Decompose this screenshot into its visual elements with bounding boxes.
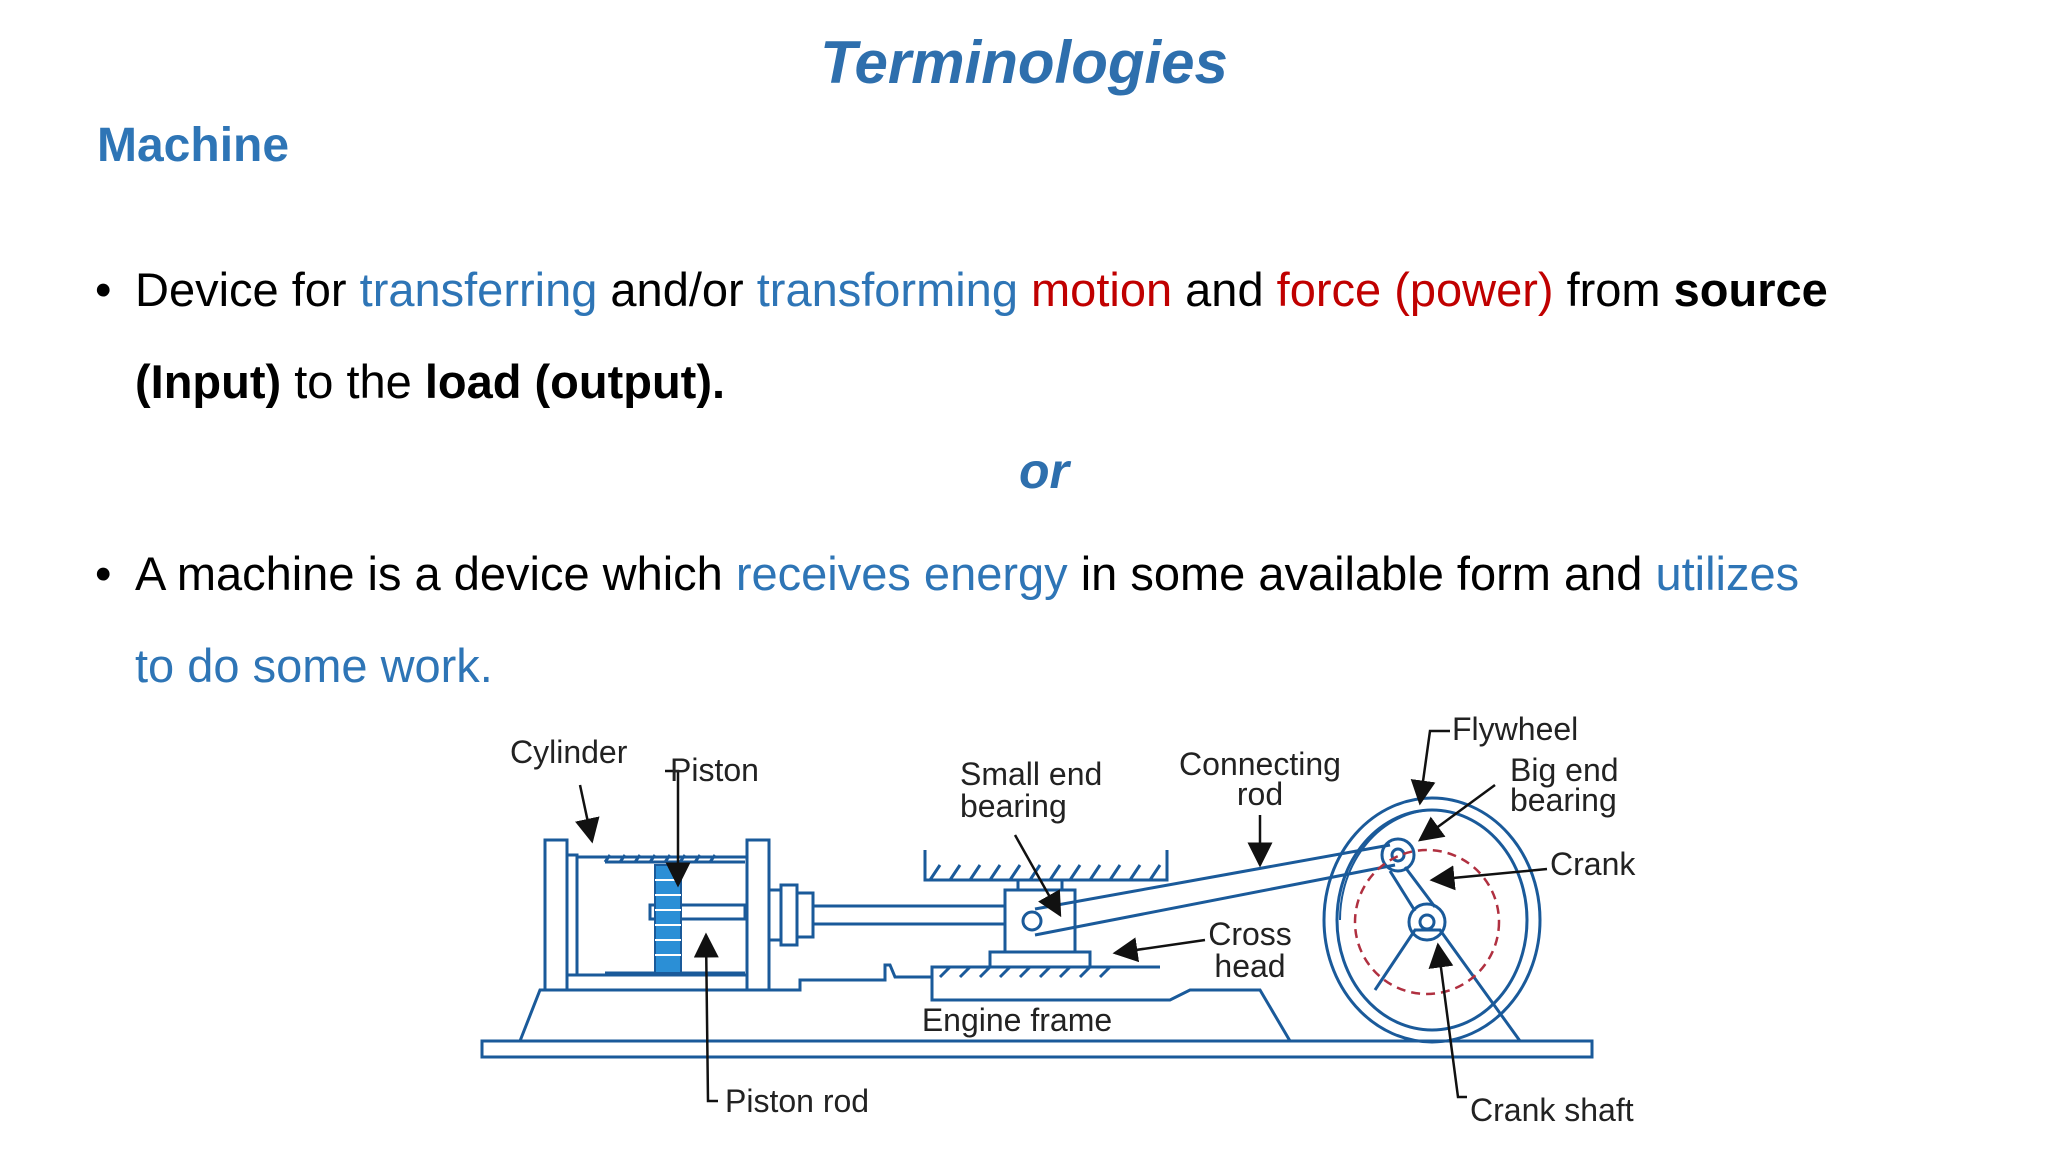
label-cross-2: head [1214, 948, 1285, 984]
highlight-transferring: transferring [359, 263, 598, 316]
bullet-1-line-1: Device for transferring and/or transform… [135, 244, 1828, 336]
label-connecting-1: Connecting [1179, 746, 1341, 782]
flywheel-arrow [1410, 729, 1450, 806]
small-end-bearing [1021, 910, 1043, 932]
text-span: A machine is a device which [135, 547, 736, 600]
gland-flange [779, 883, 799, 947]
highlight-motion: motion [1031, 263, 1173, 316]
bullet-2-line-1: A machine is a device which receives ene… [135, 528, 1799, 620]
crank-arrow [1429, 865, 1548, 891]
flywheel-outer [1322, 796, 1542, 1044]
label-cylinder: Cylinder [510, 734, 628, 770]
crank-arm-2 [1388, 870, 1417, 912]
bullet-dot: • [95, 263, 112, 316]
piston-rod-in-cylinder [648, 903, 747, 921]
label-piston-rod: Piston rod [725, 1083, 869, 1119]
text-span: and [1172, 263, 1277, 316]
label-crank-shaft: Crank shaft [1470, 1092, 1634, 1128]
text-span: and/or [597, 263, 757, 316]
or-separator: or [1019, 443, 1069, 499]
crank-support [1373, 928, 1522, 1042]
label-flywheel: Flywheel [1452, 715, 1578, 747]
upper-guide [923, 850, 1169, 882]
slide-title: Terminologies [820, 29, 1228, 96]
gland-cap [795, 891, 815, 939]
bold-source: source [1673, 263, 1828, 316]
piston-rod-arrow [693, 932, 719, 1103]
highlight-transforming: transforming [756, 263, 1018, 316]
text-span: to the [281, 355, 425, 408]
crank-arm-1 [1403, 866, 1437, 908]
text-span [1018, 263, 1031, 316]
bold-load-output: load (output). [424, 355, 726, 408]
text-span: from [1553, 263, 1674, 316]
flywheel-rim [1339, 809, 1433, 921]
highlight-receives-energy: receives energy [735, 547, 1068, 600]
label-big-end-2: bearing [1510, 782, 1617, 818]
bullet-2-line-2: to do some work. [135, 639, 493, 692]
label-cross-1: Cross [1208, 916, 1292, 952]
engine-frame-base [480, 1039, 1594, 1059]
label-engine-frame: Engine frame [922, 1002, 1112, 1038]
connecting-rod-upper [1034, 843, 1391, 911]
section-heading: Machine [97, 119, 290, 172]
small-end-arrow [1013, 834, 1062, 918]
cylinder-arrow [575, 784, 600, 844]
crank-circle [1353, 848, 1501, 996]
crank-shaft-arrow [1428, 942, 1467, 1099]
cylinder-end-right [745, 838, 771, 992]
engine-frame-outline [518, 963, 1292, 1042]
bullet-1-line-2: (Input) to the load (output). [135, 336, 725, 428]
text-span: Device for [135, 263, 360, 316]
highlight-utilizes: utilizes [1655, 547, 1800, 600]
label-piston: Piston [670, 752, 759, 788]
flywheel-inner [1335, 808, 1529, 1032]
label-connecting-2: rod [1237, 776, 1283, 812]
bullet-dot: • [95, 547, 112, 600]
bold-input: (Input) [135, 355, 282, 408]
label-big-end-1: Big end [1510, 752, 1619, 788]
piston-rod [811, 904, 1007, 926]
gland [767, 888, 783, 942]
cross-head-slipper [988, 950, 1092, 969]
big-end-bearing [1380, 837, 1416, 873]
cross-head-arrow [1112, 937, 1206, 963]
connecting-rod-lower [1034, 863, 1396, 937]
crank-shaft-hub [1407, 902, 1447, 942]
text-span: in some available form and [1067, 547, 1656, 600]
label-small-end-2: bearing [960, 788, 1067, 824]
highlight-force: force (power) [1276, 263, 1554, 316]
label-small-end-1: Small end [960, 756, 1102, 792]
cylinder-end-left [543, 838, 569, 992]
big-end-arrow [1417, 783, 1496, 842]
label-crank: Crank [1550, 846, 1636, 882]
piston-arrow [665, 769, 691, 888]
engine-mechanism-diagram: Cylinder Piston Small end bearing Connec… [480, 715, 1636, 1128]
